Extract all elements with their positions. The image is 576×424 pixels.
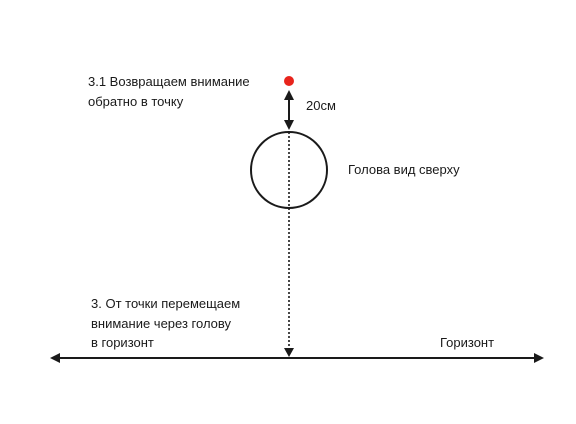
return-label-line-2: обратно в точку — [88, 94, 184, 109]
horizon-label: Горизонт — [440, 335, 495, 350]
attention-path-arrowhead — [284, 348, 294, 357]
return-label-line-1: 3.1 Возвращаем внимание — [88, 74, 250, 89]
attention-point — [284, 76, 294, 86]
move-label-line-2: внимание через голову — [91, 316, 232, 331]
distance-label: 20см — [306, 98, 336, 113]
head-label: Голова вид сверху — [348, 162, 460, 177]
move-label-line-3: в горизонт — [91, 335, 154, 350]
move-label-line-1: 3. От точки перемещаем — [91, 296, 241, 311]
